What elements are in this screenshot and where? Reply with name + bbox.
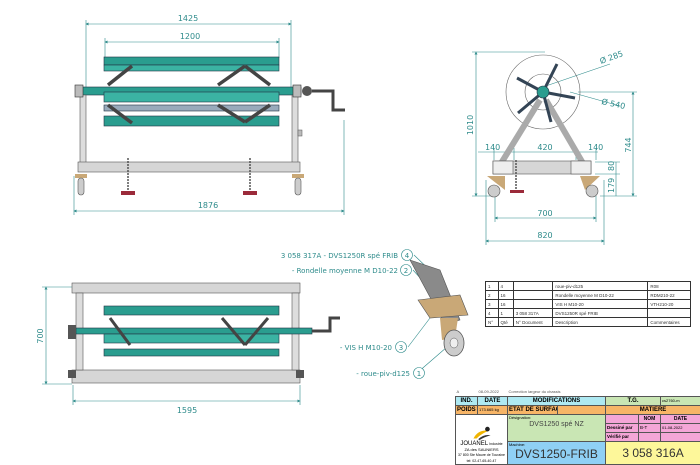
svg-text:- VIS H M10-20: - VIS H M10-20: [340, 344, 392, 352]
dim-1876: 1876: [198, 201, 218, 210]
title-block: A 08-09-2022 Correction largeur du chass…: [455, 388, 700, 465]
date2-label: DATE: [661, 415, 700, 424]
company-logo: JOUANEL Industrie ZA des SAUNIERS 37 800…: [456, 415, 508, 465]
crank-handle-icon: [312, 91, 345, 110]
tg-label: T.G.: [606, 397, 661, 406]
ind-label: IND.: [456, 397, 478, 406]
etat-label: ETAT DE SURFACE: [508, 406, 558, 415]
top-view: [68, 283, 340, 383]
dim-1425: 1425: [178, 14, 198, 23]
dim-744: 744: [624, 137, 633, 152]
dim-1200: 1200: [180, 32, 200, 41]
dim-1595: 1595: [177, 406, 197, 415]
machine-value: DVS1250-FRIB: [509, 447, 604, 461]
side-view: [487, 55, 600, 197]
dim-179: 179: [607, 178, 616, 193]
svg-text:1: 1: [417, 370, 421, 378]
nom-label: NOM: [639, 415, 661, 424]
svg-text:3: 3: [399, 344, 403, 352]
caster-detail-view: [410, 260, 468, 356]
matiere-label: MATIERE: [606, 406, 700, 415]
designation-value: DVS1250 spé NZ: [509, 420, 604, 430]
dim-700-track: 700: [537, 209, 552, 218]
dessine-label: Dessiné par: [606, 424, 639, 433]
dim-140-right: 140: [588, 143, 603, 152]
dim-80: 80: [607, 161, 616, 171]
dim-820: 820: [537, 231, 552, 240]
dim-diameter-540: Ø 540: [601, 96, 627, 111]
dim-diameter-285: Ø 285: [598, 48, 624, 66]
verifie-par-label: Vérifié par: [606, 433, 639, 442]
modifications-label: MODIFICATIONS: [508, 397, 606, 406]
front-view: [75, 57, 345, 195]
poids-label: POIDS: [456, 406, 478, 415]
dim-420: 420: [537, 143, 552, 152]
svg-text:- Rondelle moyenne M D10-22: - Rondelle moyenne M D10-22: [292, 267, 398, 275]
dim-140-left: 140: [485, 143, 500, 152]
svg-text:- roue-piv-d125: - roue-piv-d125: [356, 370, 410, 378]
dim-700-depth: 700: [36, 328, 45, 343]
tg-value: cs2760-m: [661, 397, 700, 406]
revision-row: A 08-09-2022 Correction largeur du chass…: [456, 388, 700, 397]
svg-text:3 058 317A - DVS1250R spé FRIB: 3 058 317A - DVS1250R spé FRIB: [281, 252, 398, 260]
svg-text:4: 4: [405, 252, 410, 260]
poids-value: 173.665 kg: [478, 406, 508, 415]
callout-1: - roue-piv-d125 1: [356, 368, 424, 379]
callout-2: - Rondelle moyenne M D10-22 2: [292, 265, 412, 276]
dessine-nom: B-T: [639, 424, 661, 433]
svg-text:2: 2: [404, 267, 408, 275]
date-label: DATE: [478, 397, 508, 406]
dessine-date: 01-08-2022: [661, 424, 700, 433]
jouanel-logo-icon: [469, 426, 495, 440]
dim-1010: 1010: [466, 115, 475, 135]
callout-4: 3 058 317A - DVS1250R spé FRIB 4: [281, 250, 413, 261]
caster-wheel-icon: [75, 174, 304, 195]
drawing-number: 3 058 316A: [606, 442, 700, 465]
callout-3: - VIS H M10-20 3: [340, 342, 407, 353]
